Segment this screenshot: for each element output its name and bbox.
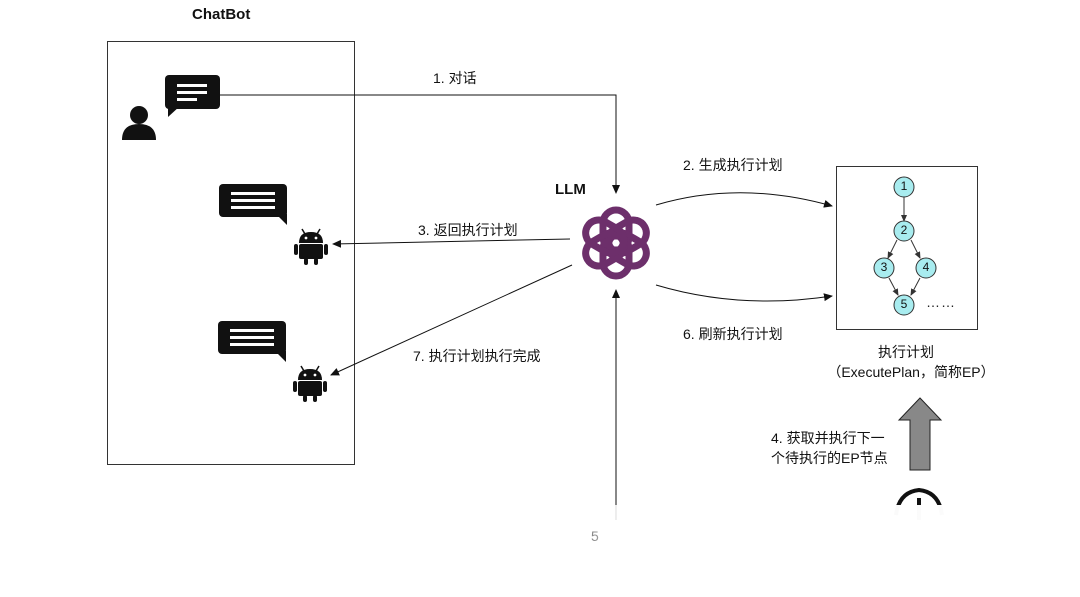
step-1-label: 1. 对话 (433, 70, 477, 86)
bottom-fade-overlay (560, 505, 1080, 597)
plan-ellipsis: …… (926, 294, 956, 310)
plan-node-4 (915, 257, 937, 279)
chatbot-box (107, 41, 355, 465)
arrow-refresh-plan (655, 284, 833, 302)
llm-label: LLM (555, 181, 586, 198)
user-icon (122, 106, 156, 140)
execute-plan-box (836, 166, 978, 330)
plan-node-5 (893, 294, 915, 316)
plan-node-5-label: 5 (900, 297, 908, 311)
step-7-label: 7. 执行计划执行完成 (413, 348, 541, 364)
plan-node-1 (893, 176, 915, 198)
chatbot-title: ChatBot (192, 6, 251, 23)
plan-graph-edges (887, 197, 921, 296)
step-4-label-line2: 个待执行的EP节点 (771, 450, 888, 466)
execute-plan-subtitle: （ExecutePlan，简称EP） (827, 364, 995, 380)
plan-node-1-label: 1 (900, 179, 908, 193)
plan-node-3 (873, 257, 895, 279)
chat-bubble-icon (165, 75, 220, 117)
arrow-return-plan (332, 238, 571, 248)
plan-node-3-label: 3 (880, 260, 888, 274)
step-3-label: 3. 返回执行计划 (418, 222, 518, 238)
up-arrow-icon (897, 397, 943, 471)
plan-node-2 (893, 220, 915, 242)
arrow-generate-plan (655, 192, 833, 208)
arrow-dialog (220, 94, 620, 194)
plan-node-4-label: 4 (922, 260, 930, 274)
chat-bubble-icon (218, 321, 286, 362)
step-4-label-line1: 4. 获取并执行下一 (771, 430, 885, 446)
arrow-plan-complete (330, 264, 573, 376)
android-icon (293, 365, 327, 402)
openai-logo-icon (582, 206, 650, 280)
step-2-label: 2. 生成执行计划 (683, 157, 783, 173)
chat-bubble-icon (219, 184, 287, 225)
execute-plan-title: 执行计划 (878, 344, 934, 360)
android-icon (294, 228, 328, 265)
step-6-label: 6. 刷新执行计划 (683, 326, 783, 342)
plan-node-2-label: 2 (900, 223, 908, 237)
